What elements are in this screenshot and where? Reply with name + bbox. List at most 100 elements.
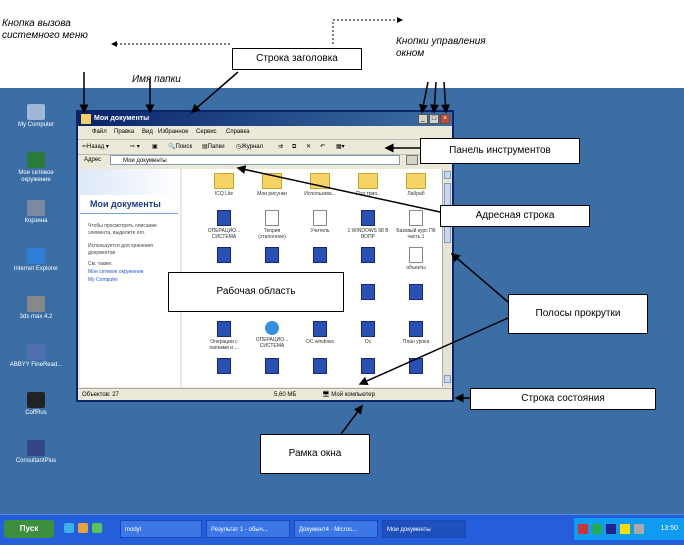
desktop-icon[interactable]: CoffRus [6, 392, 66, 417]
file-item-label: План урока [402, 339, 430, 345]
antivirus-tray-icon[interactable] [578, 524, 588, 534]
maximize-button[interactable]: □ [429, 114, 439, 124]
file-item[interactable]: Пэл трио.. [346, 173, 390, 197]
up-folder-icon[interactable]: ▣ [152, 144, 158, 150]
address-go-button[interactable] [406, 155, 418, 165]
document-icon [217, 321, 231, 337]
file-item[interactable] [394, 284, 438, 302]
taskbar-item-result[interactable]: Результат 1 - обыч... [206, 520, 290, 538]
web-page-icon [265, 321, 279, 335]
menu-tools[interactable]: Сервис [196, 129, 217, 135]
file-item[interactable] [346, 284, 390, 302]
file-item[interactable]: ОПЕРАЦИО... СИСТЕМА [250, 321, 294, 349]
media-quicklaunch-icon[interactable] [92, 523, 102, 533]
menu-view[interactable]: Вид [142, 129, 153, 135]
taskbar-item-modyl[interactable]: modyl [120, 520, 202, 538]
file-item[interactable]: План урока [394, 321, 438, 345]
desktop-icon[interactable]: ConsultantPlus [6, 440, 66, 465]
desktop-icon[interactable]: ABBYY FineRead... [6, 344, 66, 369]
folder-icon[interactable] [81, 114, 91, 124]
file-item[interactable] [298, 247, 342, 265]
back-label: Назад [87, 144, 105, 150]
taskbar-item-document4[interactable]: Документ4 - Micros... [294, 520, 378, 538]
network-tray-icon[interactable] [592, 524, 602, 534]
file-item[interactable]: Ос [346, 321, 390, 345]
file-item[interactable]: Лабраб [394, 173, 438, 197]
scroll-up-button[interactable] [444, 171, 451, 179]
divider [80, 213, 178, 214]
status-size: 5,60 МБ [274, 392, 297, 398]
document-icon [265, 210, 279, 226]
journal-button[interactable]: ◷Журнал [236, 144, 264, 150]
desktop-icon-label: ConsultantPlus [15, 458, 57, 464]
folder-icon [262, 173, 282, 189]
file-item-label: Теория (эталонное) [258, 228, 286, 240]
scroll-down-button[interactable] [444, 375, 451, 383]
file-item[interactable]: Теория (эталонное) [250, 210, 294, 240]
explorer-window[interactable]: Мои документы _ □ × Файл Правка Вид Избр… [76, 110, 454, 402]
close-button[interactable]: × [440, 114, 450, 124]
forward-button[interactable]: ⇨ ▾ [130, 144, 140, 150]
desktop-shortcut-icon [27, 296, 45, 312]
menu-favorites[interactable]: Избранное [158, 129, 189, 135]
menu-edit[interactable]: Правка [114, 129, 135, 135]
file-item[interactable]: Использова... [298, 173, 342, 197]
display-tray-icon[interactable] [634, 524, 644, 534]
file-item-label: ОС windows [305, 339, 335, 345]
undo-icon[interactable]: ↶ [320, 144, 326, 150]
desktop-icon[interactable]: Мое сетевое окружение [6, 152, 66, 184]
vertical-scrollbar[interactable] [442, 169, 452, 387]
my-computer-link[interactable]: My Computer [88, 277, 119, 283]
network-link[interactable]: Мое сетевое окружение [88, 269, 144, 275]
file-item[interactable]: Базовый курс ПК часть 1 [394, 210, 438, 240]
window-title: Мои документы [94, 115, 150, 122]
desktop-icon[interactable]: Корзина [6, 200, 66, 225]
volume-tray-icon[interactable] [620, 524, 630, 534]
callout-work-area: Рабочая область [168, 272, 344, 312]
desktop-quicklaunch-icon[interactable] [78, 523, 88, 533]
task-pane-see-also: См. также: [88, 261, 113, 267]
file-item[interactable]: Операции с папками и ... [202, 321, 246, 351]
file-item[interactable]: объекты [394, 247, 438, 271]
start-button[interactable]: Пуск [4, 520, 54, 538]
move-icon[interactable]: ⇉ [278, 144, 284, 150]
desktop-icon[interactable]: 3ds max 4.2 [6, 296, 66, 321]
menu-help[interactable]: Справка [226, 129, 250, 135]
back-button[interactable]: ⇦Назад ▾ [82, 144, 109, 150]
language-tray-icon[interactable] [606, 524, 616, 534]
file-item[interactable]: ОС windows [298, 321, 342, 345]
file-item[interactable] [250, 358, 294, 376]
task-pane: Мои документы Чтобы просмотреть описание… [80, 169, 180, 387]
menu-file[interactable]: Файл [92, 129, 107, 135]
document-icon [409, 210, 423, 226]
callout-window-buttons: Кнопки управления окном [396, 36, 486, 59]
file-item[interactable]: Мои рисунки [250, 173, 294, 197]
document-icon [313, 321, 327, 337]
file-item-label: Учитель [310, 228, 330, 234]
ie-quicklaunch-icon[interactable] [64, 523, 74, 533]
file-item[interactable]: 1 WINDOWS 98 В ВОПР [346, 210, 390, 240]
views-icon[interactable]: ▦▾ [336, 144, 345, 150]
file-item[interactable] [346, 247, 390, 265]
minimize-button[interactable]: _ [418, 114, 428, 124]
delete-icon[interactable]: ✕ [306, 144, 312, 150]
search-button[interactable]: 🔍Поиск [168, 144, 193, 150]
copy-icon[interactable]: ⧉ [292, 144, 297, 150]
taskbar-item-my-documents[interactable]: Мои документы [382, 520, 466, 538]
folders-button[interactable]: ▤Папки [202, 144, 225, 150]
file-item[interactable] [202, 358, 246, 376]
address-input[interactable]: Мои документы [110, 155, 400, 165]
desktop-icon[interactable]: Internet Explorer [6, 248, 66, 273]
desktop-icon[interactable]: My Computer [6, 104, 66, 129]
file-item[interactable]: Учитель [298, 210, 342, 234]
file-item[interactable] [394, 358, 438, 376]
file-item[interactable] [346, 358, 390, 376]
file-item[interactable] [250, 247, 294, 265]
title-bar[interactable]: Мои документы _ □ × [78, 112, 452, 126]
folder-icon [406, 173, 426, 189]
file-item[interactable]: ОПЕРАЦИО... СИСТЕМА [202, 210, 246, 240]
file-item[interactable] [298, 358, 342, 376]
callout-title-bar: Строка заголовка [232, 48, 362, 70]
file-item[interactable]: ICQ Lite [202, 173, 246, 197]
file-item[interactable] [202, 247, 246, 265]
